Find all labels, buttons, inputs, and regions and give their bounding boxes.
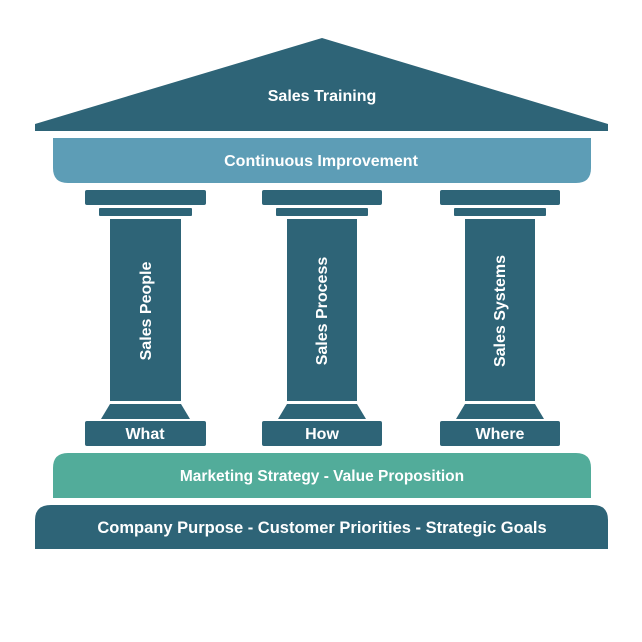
pillar-sales-process: Sales Process How [262,190,382,446]
roof-shape [35,38,608,131]
pillar-capital-lower [454,208,546,216]
foundation-upper-label: Marketing Strategy - Value Proposition [180,468,464,485]
foundation-lower-label: Company Purpose - Customer Priorities - … [97,519,546,537]
pillar-sales-systems: Sales Systems Where [440,190,560,446]
beam-shape [53,138,591,183]
pillar-base-step [278,404,366,419]
pillar-base-step [456,404,544,419]
pillar-base-label: What [125,426,165,443]
roof-label: Sales Training [268,88,376,105]
pillar-base-label: How [305,426,339,443]
pillar-base-label: Where [476,426,525,443]
pillar-label: Sales Process [314,257,331,366]
pillar-base-plinth [262,421,382,446]
pillar-capital [262,190,382,205]
foundation-upper: Marketing Strategy - Value Proposition [53,453,591,498]
pillar-base-plinth [440,421,560,446]
foundation-lower: Company Purpose - Customer Priorities - … [35,505,608,549]
pillar-base-plinth [85,421,206,446]
pillar-label: Sales People [138,262,155,361]
pillar-label: Sales Systems [492,255,509,367]
foundation-lower-shape [35,505,608,549]
roof: Sales Training [35,38,608,131]
pillar-shaft [287,219,357,401]
beam-label: Continuous Improvement [224,153,418,170]
pillar-shaft [465,219,535,401]
foundation-upper-shape [53,453,591,498]
pillar-capital-lower [276,208,368,216]
pillar-base-step [101,404,190,419]
pillar-sales-people: Sales People What [85,190,206,446]
pillar-capital [85,190,206,205]
pillar-capital [440,190,560,205]
pillar-shaft [110,219,181,401]
beam: Continuous Improvement [53,138,591,183]
pillar-capital-lower [99,208,192,216]
